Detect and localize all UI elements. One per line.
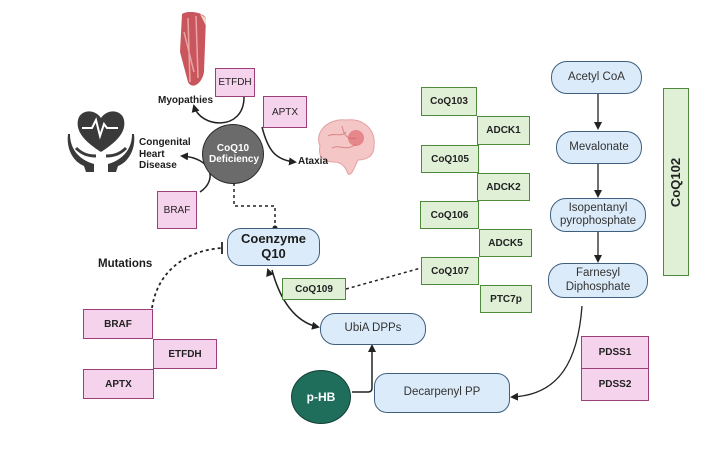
pdss-pdss2: PDSS2: [581, 368, 649, 401]
coq10-deficiency-label: CoQ10 Deficiency: [209, 143, 260, 165]
brain-icon: [318, 119, 375, 175]
coq102-label: CoQ102: [668, 157, 684, 207]
coq-gene-coq102: CoQ102: [663, 88, 689, 276]
phb-node: p-HB: [291, 370, 351, 424]
mutation-aptx: APTX: [83, 369, 154, 399]
coq-gene-coq107: CoQ107: [421, 257, 479, 285]
coq-gene-coq106: CoQ106: [420, 201, 479, 229]
coq10-deficiency-node: CoQ10 Deficiency: [202, 124, 264, 184]
gene-box-etfdh: ETFDH: [215, 68, 255, 97]
label-mutations: Mutations: [98, 258, 153, 270]
coq-gene-adck1: ADCK1: [477, 116, 530, 145]
heart-in-hands-icon: [67, 111, 135, 172]
label-ataxia: Ataxia: [298, 156, 329, 167]
mutation-etfdh: ETFDH: [153, 339, 217, 369]
label-congenital-heart-disease: Congenital Heart Disease: [139, 137, 191, 171]
dotted-coq109-coq107: [345, 267, 422, 290]
arrow-coq10-ubia: [271, 269, 320, 330]
pathway-acetyl-coa: Acetyl CoA: [551, 61, 642, 94]
decaprenyl-pp-node: Decarpenyl PP: [374, 373, 510, 413]
dotted-deficiency-coq10: [233, 183, 276, 228]
pathway-mevalonate: Mevalonate: [556, 131, 642, 164]
coq-gene-coq103: CoQ103: [421, 87, 477, 116]
coq-gene-coq105: CoQ105: [421, 145, 479, 173]
label-myopathies: Myopathies: [158, 95, 214, 106]
coq-gene-adck5: ADCK5: [479, 229, 532, 257]
mutation-braf: BRAF: [83, 309, 153, 339]
coq-gene-coq109: CoQ109: [282, 278, 346, 300]
arrow-etfdh-myopathies: [191, 96, 245, 124]
pathway-isopentanyl-pyrophosphate: Isopentanyl pyrophosphate: [550, 198, 646, 232]
arrow-farnesyl-decaprenyl: [510, 305, 583, 401]
coq-gene-adck2: ADCK2: [477, 173, 530, 201]
dotted-mutations-inhibit: [151, 247, 223, 309]
coenzyme-q10-node: Coenzyme Q10: [227, 228, 320, 266]
muscle-icon: [180, 12, 206, 86]
pathway-farnesyl-diphosphate: Farnesyl Diphosphate: [548, 263, 648, 298]
gene-box-braf: BRAF: [157, 191, 197, 229]
phb-label: p-HB: [306, 390, 336, 404]
arrow-aptx-ataxia: [261, 126, 297, 166]
coq-gene-ptc7p: PTC7p: [480, 285, 532, 313]
arrow-phb-ubia: [352, 344, 376, 393]
pdss-pdss1: PDSS1: [581, 336, 649, 369]
gene-box-aptx: APTX: [263, 96, 307, 128]
ubia-dpps-node: UbiA DPPs: [320, 313, 426, 345]
